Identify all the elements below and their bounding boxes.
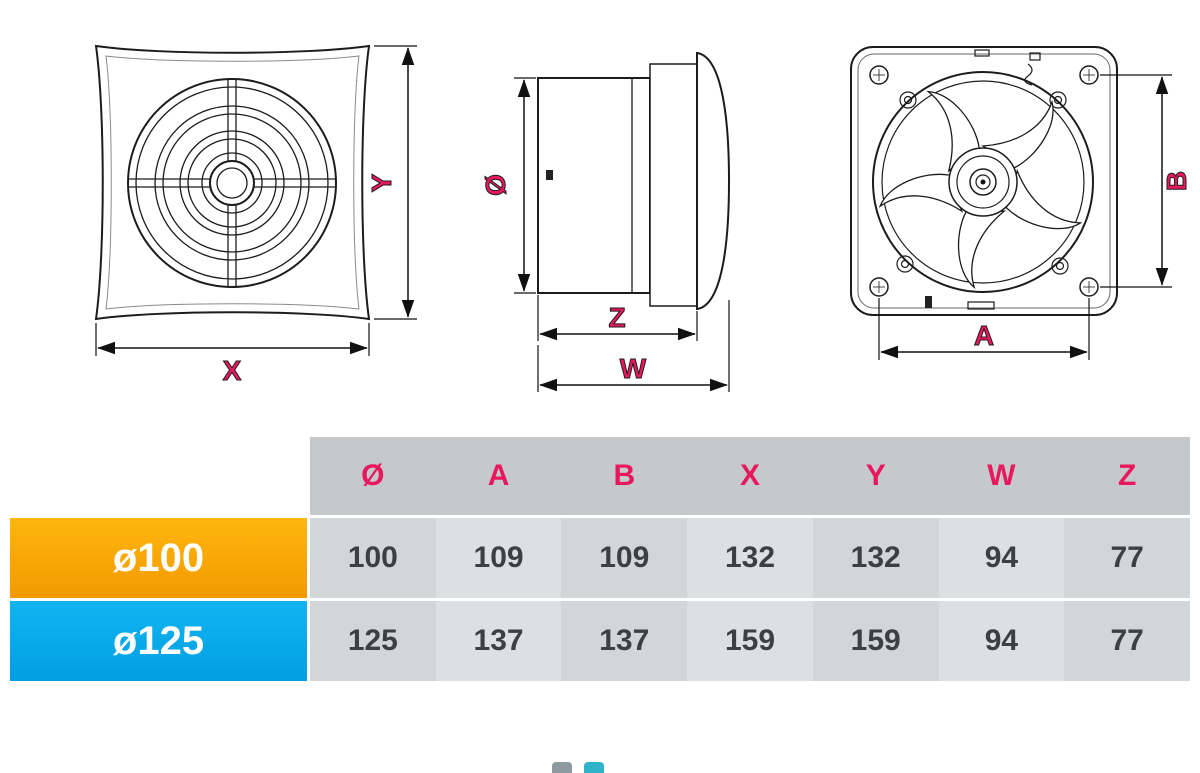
front-view: Y X bbox=[94, 44, 417, 387]
impeller-rim bbox=[872, 71, 1094, 293]
dim-label-z: Z bbox=[608, 302, 625, 333]
table-cell: 77 bbox=[1064, 601, 1190, 681]
table-cell: 159 bbox=[812, 601, 939, 681]
dim-diameter bbox=[514, 77, 536, 294]
dim-label-diameter: Ø bbox=[480, 174, 511, 196]
table-cell: 109 bbox=[435, 518, 562, 598]
cropped-icon bbox=[584, 762, 605, 773]
table-header-a: A bbox=[435, 437, 562, 515]
table-cell: 77 bbox=[1064, 518, 1190, 598]
table-header-diameter: Ø bbox=[310, 437, 436, 515]
corner-screw-holes bbox=[869, 65, 1099, 297]
table-header-y: Y bbox=[812, 437, 939, 515]
dim-y bbox=[374, 45, 417, 320]
grille-rings bbox=[127, 78, 337, 288]
technical-drawing: Y X Ø bbox=[94, 44, 1193, 392]
dim-b bbox=[1100, 74, 1172, 288]
dim-a bbox=[878, 298, 1090, 360]
table-cell: 132 bbox=[687, 518, 813, 598]
dim-label-x: X bbox=[223, 355, 242, 386]
table-header-spacer bbox=[10, 437, 310, 515]
dim-label-a: A bbox=[974, 320, 994, 351]
duct-body bbox=[537, 77, 651, 294]
table-cell: 132 bbox=[812, 518, 939, 598]
table-header-b: B bbox=[561, 437, 688, 515]
row-label-125: ø125 bbox=[10, 601, 310, 681]
mounting-plate-inner bbox=[857, 53, 1111, 309]
plate-details bbox=[925, 49, 1041, 310]
dim-label-w: W bbox=[620, 353, 647, 384]
table-header-x: X bbox=[687, 437, 813, 515]
dim-x bbox=[95, 323, 370, 356]
table-header-w: W bbox=[938, 437, 1065, 515]
dim-label-b: B bbox=[1161, 171, 1192, 191]
bottom-cropped-icons bbox=[552, 762, 652, 773]
table-cell: 137 bbox=[435, 601, 562, 681]
dimension-table: Ø A B X Y W Z ø100 100 109 109 132 132 9… bbox=[10, 437, 1190, 681]
table-cell: 94 bbox=[938, 601, 1065, 681]
table-cell: 100 bbox=[310, 518, 436, 598]
front-panel-bevel bbox=[105, 55, 360, 310]
impeller-rim-inner bbox=[881, 80, 1085, 284]
table-cell: 137 bbox=[561, 601, 688, 681]
back-view: B A bbox=[850, 46, 1193, 360]
front-panel-profile bbox=[696, 51, 731, 311]
table-cell: 109 bbox=[561, 518, 688, 598]
table-header-z: Z bbox=[1064, 437, 1190, 515]
housing-body bbox=[649, 63, 698, 307]
table-cell: 159 bbox=[687, 601, 813, 681]
cropped-icon bbox=[552, 762, 572, 773]
table-cell: 125 bbox=[310, 601, 436, 681]
side-view: Ø Z W bbox=[480, 51, 731, 392]
dim-label-y: Y bbox=[366, 173, 397, 192]
dim-z bbox=[537, 295, 698, 341]
rivet-mark bbox=[546, 170, 553, 180]
impeller-hub bbox=[948, 147, 1018, 217]
table-cell: 94 bbox=[938, 518, 1065, 598]
grille-crossbars bbox=[128, 79, 336, 287]
dim-w bbox=[537, 300, 730, 392]
row-label-100: ø100 bbox=[10, 518, 310, 598]
